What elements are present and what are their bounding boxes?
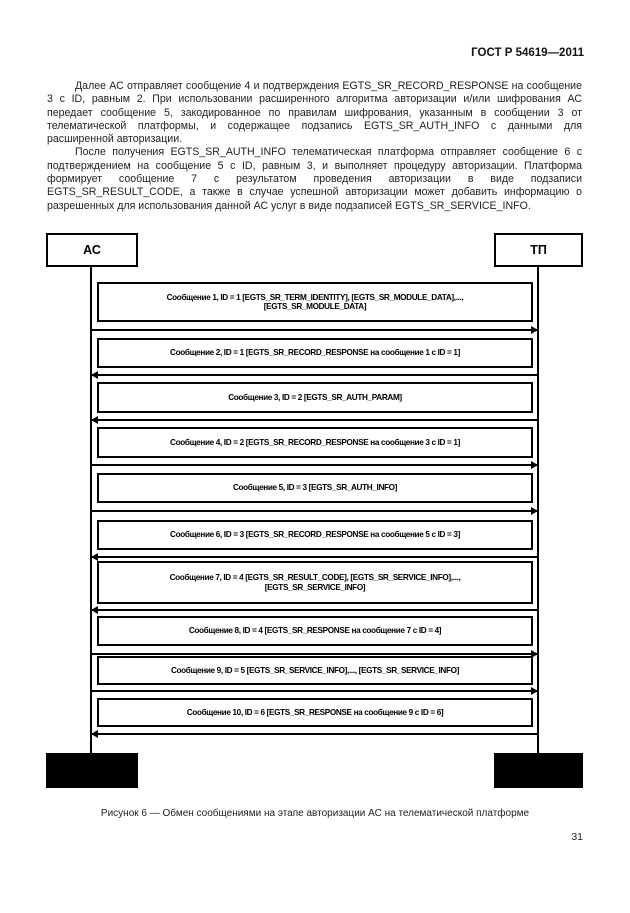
message-box-5: Сообщение 5, ID = 3 [EGTS_SR_AUTH_INFO] (97, 473, 533, 503)
paragraph: Далее АС отправляет сообщение 4 и подтве… (47, 80, 582, 146)
arrow-2 (91, 371, 538, 379)
message-box-10: Сообщение 10, ID = 6 [EGTS_SR_RESPONSE н… (97, 698, 533, 727)
arrow-left-icon (91, 371, 98, 379)
arrow-8 (91, 650, 538, 658)
message-box-9: Сообщение 9, ID = 5 [EGTS_SR_SERVICE_INF… (97, 656, 533, 685)
arrow-left-icon (91, 416, 98, 424)
document-code: ГОСТ Р 54619—2011 (471, 47, 584, 59)
arrow-10 (91, 730, 538, 738)
arrow-9 (91, 687, 538, 695)
figure-caption: Рисунок 6 — Обмен сообщениями на этапе а… (100, 808, 530, 819)
actor-tp: ТП (494, 233, 583, 267)
arrow-7 (91, 606, 538, 614)
message-box-3: Сообщение 3, ID = 2 [EGTS_SR_AUTH_PARAM] (97, 382, 533, 413)
arrow-left-icon (91, 606, 98, 614)
arrow-right-icon (531, 687, 538, 695)
arrow-left-icon (91, 553, 98, 561)
body-text: Далее АС отправляет сообщение 4 и подтве… (47, 80, 582, 213)
arrow-right-icon (531, 507, 538, 515)
arrow-4 (91, 461, 538, 469)
page-number: 31 (571, 831, 583, 843)
paragraph: После получения EGTS_SR_AUTH_INFO телема… (47, 146, 582, 212)
lifeline-end-ac (46, 753, 138, 788)
arrow-5 (91, 507, 538, 515)
actor-ac: АС (46, 233, 138, 267)
arrow-6 (91, 553, 538, 561)
lifeline-tp (537, 267, 539, 754)
sequence-diagram: АС ТП Сообщение 1, ID = 1 [EGTS_SR_TERM_… (46, 233, 583, 788)
message-box-4: Сообщение 4, ID = 2 [EGTS_SR_RECORD_RESP… (97, 427, 533, 458)
message-box-2: Сообщение 2, ID = 1 [EGTS_SR_RECORD_RESP… (97, 338, 533, 368)
message-box-7: Сообщение 7, ID = 4 [EGTS_SR_RESULT_CODE… (97, 561, 533, 604)
arrow-right-icon (531, 326, 538, 334)
lifeline-end-tp (494, 753, 583, 788)
arrow-right-icon (531, 461, 538, 469)
arrow-right-icon (531, 650, 538, 658)
message-box-6: Сообщение 6, ID = 3 [EGTS_SR_RECORD_RESP… (97, 520, 533, 550)
arrow-left-icon (91, 730, 98, 738)
message-box-8: Сообщение 8, ID = 4 [EGTS_SR_RESPONSE на… (97, 616, 533, 646)
message-box-1: Сообщение 1, ID = 1 [EGTS_SR_TERM_IDENTI… (97, 282, 533, 322)
arrow-1 (91, 326, 538, 334)
arrow-3 (91, 416, 538, 424)
